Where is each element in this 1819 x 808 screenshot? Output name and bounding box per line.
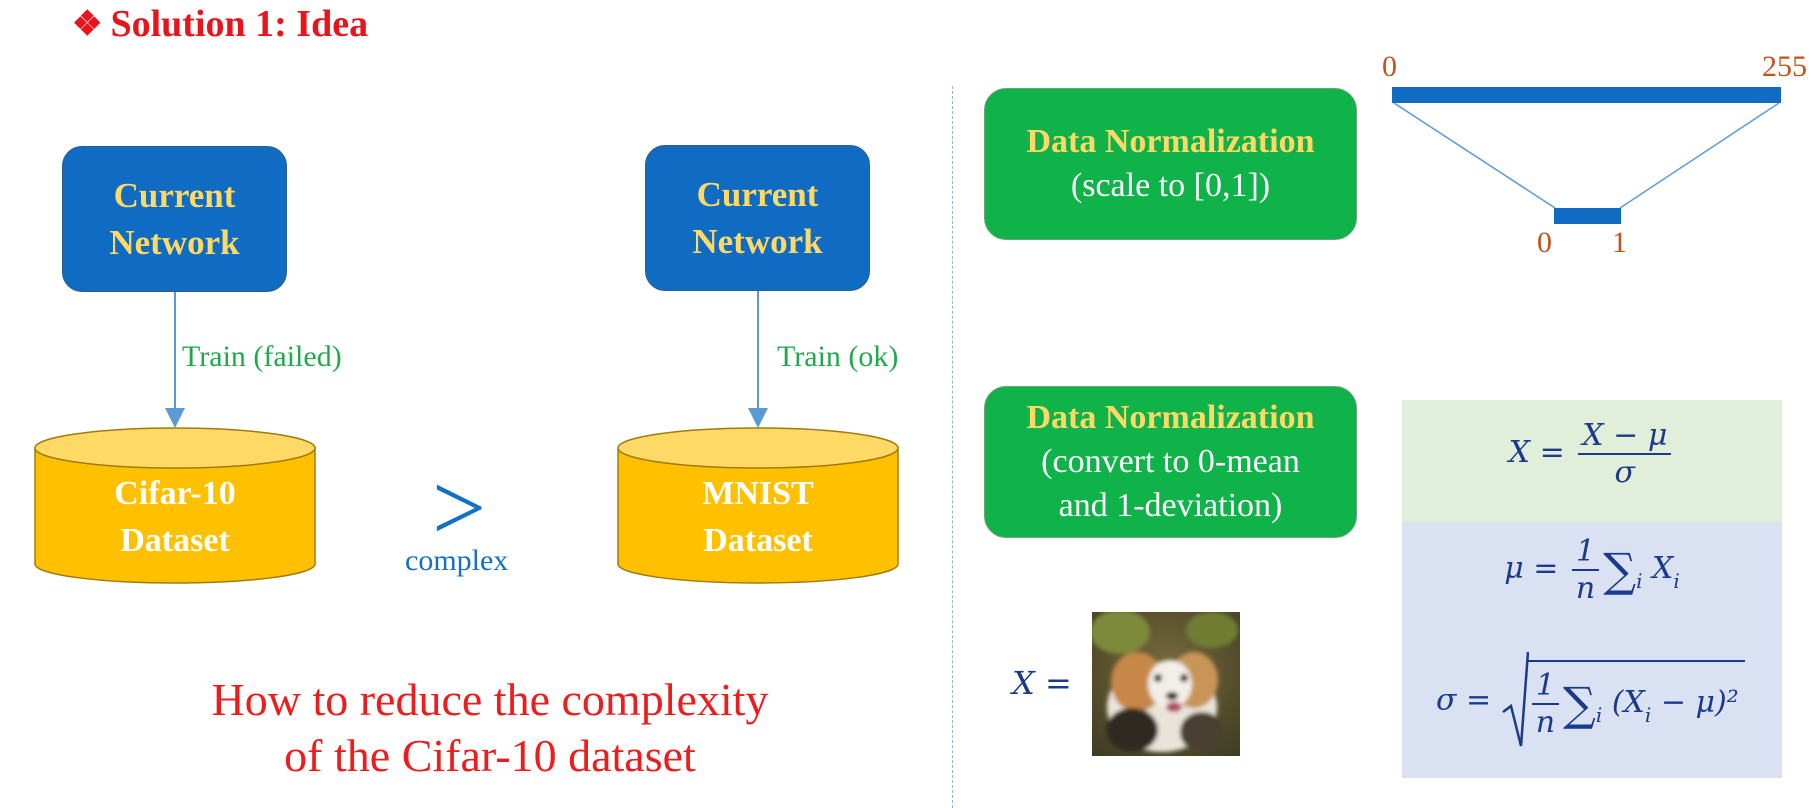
dataset-line2: Dataset (120, 522, 230, 559)
formula-panel-standardize: X = X − μ σ (1402, 400, 1782, 522)
scale-top-min: 0 (1382, 50, 1397, 83)
formula-mean: μ = 1 n ∑i Xi (1402, 534, 1782, 606)
scale-top-max: 255 (1762, 50, 1807, 83)
question-line1: How to reduce the complexity (211, 674, 769, 725)
fraction-numerator: 1 (1576, 534, 1596, 569)
scale-bottom-max: 1 (1612, 226, 1627, 259)
network-box-line1: Current (696, 175, 819, 214)
train-label-ok: Train (ok) (777, 340, 899, 373)
fraction-bar (1571, 569, 1600, 571)
scale-diagram (1392, 87, 1781, 224)
slide-title: ❖ Solution 1: Idea (72, 2, 368, 46)
dataset-cylinder-mnist (617, 427, 899, 584)
question-text: How to reduce the complexity of the Cifa… (130, 672, 850, 784)
slide-title-text: Solution 1: Idea (110, 3, 369, 45)
range-bar-0-1 (1554, 208, 1621, 224)
fraction: X − μ σ (1578, 418, 1672, 490)
formula-standardize: X = X − μ σ (1402, 418, 1782, 490)
dataset-label-mnist: MNIST Dataset (618, 470, 898, 564)
dataset-line1: Cifar-10 (114, 475, 236, 512)
network-box-line1: Current (113, 176, 236, 215)
fraction-denominator: n (1535, 705, 1556, 740)
formula-term: (X (1611, 685, 1645, 720)
greater-than-symbol: > (432, 454, 487, 561)
fraction: 1 n (1571, 534, 1600, 606)
normalization-line3: and 1-deviation) (1058, 487, 1283, 524)
normalization-box-scale: Data Normalization (scale to [0,1]) (984, 88, 1357, 240)
complex-label: complex (405, 544, 509, 577)
network-box-line2: Network (109, 223, 240, 262)
formula-lhs: X = (1508, 435, 1565, 470)
summation-index: i (1636, 569, 1643, 593)
fraction-bar (1578, 453, 1672, 455)
range-bar-0-255 (1392, 87, 1781, 103)
dog-image (1092, 612, 1240, 756)
vertical-divider (952, 86, 953, 808)
dataset-label-cifar: Cifar-10 Dataset (35, 470, 315, 564)
fraction-numerator: X − μ (1582, 418, 1668, 453)
fraction: 1 n (1531, 668, 1560, 740)
fraction-numerator: 1 (1535, 668, 1555, 703)
train-label-failed: Train (failed) (182, 340, 342, 373)
fraction-bar (1531, 703, 1560, 705)
normalization-line2: (convert to 0-mean (1041, 443, 1300, 480)
image-variable-label: X = (1012, 664, 1072, 702)
formula-panel-mean-std: μ = 1 n ∑i Xi σ = 1 n ∑i (Xi − μ)² (1402, 522, 1782, 778)
fraction-denominator: n (1575, 571, 1596, 606)
square-root-icon (1501, 651, 1529, 747)
fraction-denominator: σ (1614, 455, 1636, 490)
summation-symbol: ∑ (1603, 543, 1637, 597)
scale-bottom-min: 0 (1537, 226, 1552, 259)
summation-index: i (1595, 703, 1603, 727)
dataset-line2: Dataset (703, 522, 813, 559)
diamond-bullet-icon: ❖ (72, 6, 103, 43)
formula-tail: − μ)² (1651, 685, 1739, 720)
formula-term: X (1652, 551, 1674, 586)
formula-std: σ = 1 n ∑i (Xi − μ)² (1436, 650, 1745, 750)
dataset-line1: MNIST (702, 475, 814, 512)
normalization-title: Data Normalization (1026, 399, 1315, 436)
normalization-box-standardize: Data Normalization (convert to 0-mean an… (984, 386, 1357, 538)
term-subscript: i (1644, 703, 1652, 727)
network-box-mnist: Current Network (645, 145, 870, 291)
term-subscript: i (1673, 569, 1680, 593)
formula-lhs: σ = (1436, 682, 1492, 718)
normalization-title: Data Normalization (1026, 123, 1315, 160)
question-line2: of the Cifar-10 dataset (284, 730, 696, 781)
summation-symbol: ∑ (1563, 677, 1596, 731)
dataset-cylinder-cifar (34, 427, 316, 584)
network-box-line2: Network (692, 222, 823, 261)
left-diagram-graphics (34, 291, 899, 584)
formula-lhs: μ = (1504, 551, 1559, 586)
normalization-subtitle: (scale to [0,1]) (1070, 167, 1271, 204)
network-box-cifar: Current Network (62, 146, 287, 292)
